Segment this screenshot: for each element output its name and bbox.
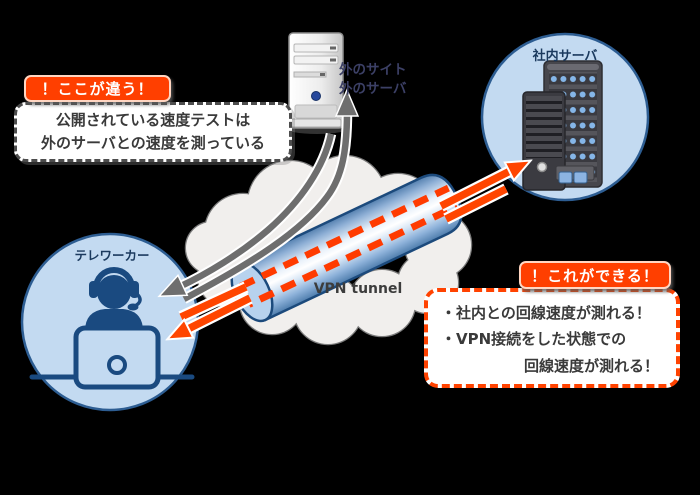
teleworker-headset-laptop-icon <box>29 267 195 390</box>
gray-arrow-up-icon <box>182 88 360 302</box>
orange-vpn-arrows <box>181 170 512 330</box>
difference-callout-box: 公開されている速度テストは 外のサーバとの速度を測っている <box>14 102 292 162</box>
orange-arrow-to-server-icon <box>439 170 512 210</box>
company-server-label: 社内サーバ <box>532 49 598 64</box>
company-server-circle <box>480 32 650 202</box>
orange-shaft-right-icon <box>444 185 508 223</box>
external-server-label: 外のサイト 外のサーバ <box>339 61 429 99</box>
difference-badge: ！ここが違う！ <box>24 75 171 102</box>
external-server-label-line1: 外のサイト <box>339 62 407 78</box>
external-server-label-line2: 外のサーバ <box>339 80 407 97</box>
capability-callout-line2: ・VPN接続をした状態での <box>441 330 627 349</box>
office-building-server-icon <box>522 60 603 191</box>
capability-callout-box: ・社内との回線速度が測れる！ ・VPN接続をした状態での 回線速度が測れる！ <box>424 288 680 388</box>
capability-callout-line1: ・社内との回線速度が測れる！ <box>441 304 651 322</box>
teleworker-label: テレワーカー <box>74 248 150 263</box>
difference-callout-line1: 公開されている速度テストは <box>55 110 251 129</box>
orange-arrow-to-teleworker-icon <box>186 294 252 330</box>
capability-callout-line3: 回線速度が測れる！ <box>523 356 659 375</box>
external-server-tower-icon <box>285 32 349 134</box>
capability-badge: ！これができる！ <box>519 261 671 289</box>
teleworker-circle <box>20 232 200 412</box>
orange-shaft-left-icon <box>179 283 248 321</box>
gray-speedtest-arrows <box>157 88 360 304</box>
difference-callout-line2: 外のサーバとの速度を測っている <box>41 134 265 152</box>
tunnel-dashed-traffic-lines <box>238 184 459 308</box>
gray-arrow-down-icon <box>157 133 335 298</box>
vpn-tunnel-label: VPN tunnel <box>313 281 403 297</box>
